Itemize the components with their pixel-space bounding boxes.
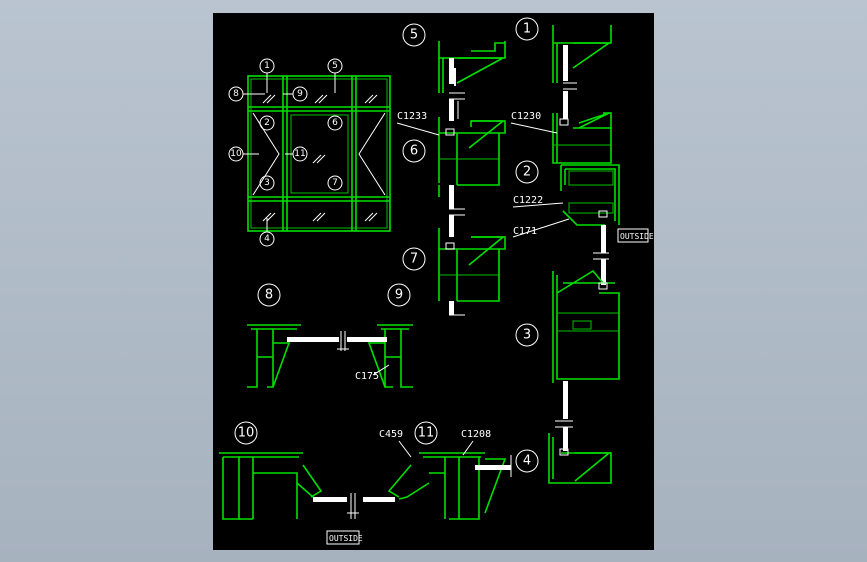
cad-drawing-sheet: 1 5 8 9 2 6 10 11 3 7 4 <box>213 13 654 550</box>
elevation-marker-3: 3 <box>259 175 275 191</box>
elevation-marker-9: 9 <box>283 86 308 102</box>
elevation-marker-5: 5 <box>327 58 343 93</box>
svg-text:10: 10 <box>238 426 255 441</box>
section-number-4: 4 <box>515 449 539 473</box>
svg-text:9: 9 <box>395 288 403 303</box>
section-number-9: 9 <box>387 283 411 307</box>
svg-text:7: 7 <box>410 252 418 267</box>
svg-text:10: 10 <box>230 149 242 159</box>
svg-text:9: 9 <box>297 89 303 99</box>
elevation-marker-10: 10 <box>228 146 259 162</box>
section-column-1-2-3-4: 1 2 3 4 C1230 C1222 C171 OUTSIDE <box>510 17 654 484</box>
svg-text:2: 2 <box>523 165 531 180</box>
svg-text:OUTSIDE: OUTSIDE <box>329 534 363 543</box>
svg-text:OUTSIDE: OUTSIDE <box>620 232 654 241</box>
svg-text:8: 8 <box>265 288 273 303</box>
section-number-11: 11 <box>414 421 438 445</box>
svg-text:3: 3 <box>523 328 531 343</box>
section-number-2: 2 <box>515 160 539 184</box>
window-elevation: 1 5 8 9 2 6 10 11 3 7 4 <box>228 58 391 247</box>
label-c1233: C1233 <box>397 111 427 122</box>
svg-text:3: 3 <box>264 178 270 188</box>
elevation-marker-1: 1 <box>259 58 275 93</box>
label-c459: C459 <box>379 429 403 440</box>
svg-text:8: 8 <box>233 89 239 99</box>
section-number-5: 5 <box>402 23 426 47</box>
label-c171: C171 <box>513 226 537 237</box>
label-c175: C175 <box>355 371 379 382</box>
elevation-marker-4: 4 <box>259 218 275 247</box>
svg-text:1: 1 <box>523 22 531 37</box>
section-number-1: 1 <box>515 17 539 41</box>
svg-text:6: 6 <box>410 144 418 159</box>
elevation-marker-7: 7 <box>327 175 343 191</box>
svg-text:1: 1 <box>264 61 270 71</box>
section-number-8: 8 <box>257 283 281 307</box>
outside-tag-bottom: OUTSIDE <box>326 530 363 545</box>
svg-text:4: 4 <box>523 454 531 469</box>
svg-text:11: 11 <box>418 426 435 441</box>
svg-text:2: 2 <box>264 118 270 128</box>
section-number-10: 10 <box>234 421 258 445</box>
svg-text:7: 7 <box>332 178 338 188</box>
outside-tag-right: OUTSIDE <box>617 228 654 243</box>
svg-text:11: 11 <box>294 149 305 159</box>
elevation-marker-11: 11 <box>285 146 308 162</box>
section-details-drawing: 1 5 8 9 2 6 10 11 3 7 4 <box>219 17 654 545</box>
section-number-6: 6 <box>402 139 426 163</box>
svg-text:5: 5 <box>332 61 338 71</box>
elevation-marker-6: 6 <box>327 115 343 131</box>
section-8-9: 8 9 C175 <box>247 283 413 388</box>
svg-text:5: 5 <box>410 28 418 43</box>
label-c1208: C1208 <box>461 429 491 440</box>
section-column-5-6-7: 5 6 7 C1233 <box>396 23 506 316</box>
svg-text:6: 6 <box>332 118 338 128</box>
elevation-marker-8: 8 <box>228 86 265 102</box>
svg-text:4: 4 <box>264 234 270 244</box>
section-number-7: 7 <box>402 247 426 271</box>
elevation-marker-2: 2 <box>259 115 275 131</box>
label-c1230: C1230 <box>511 111 541 122</box>
label-c1222: C1222 <box>513 195 543 206</box>
section-10-11: 10 11 C459 C1208 OUTSIDE <box>219 421 512 545</box>
section-number-3: 3 <box>515 323 539 347</box>
